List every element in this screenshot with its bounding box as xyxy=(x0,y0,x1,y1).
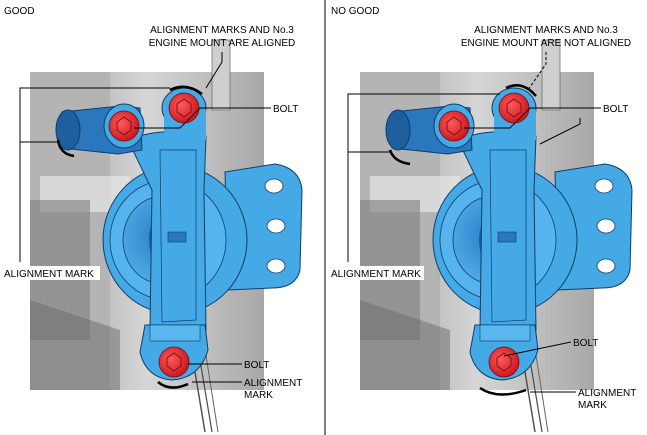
bolt-top-no-good xyxy=(498,92,530,124)
bolt-sleeve-no-good xyxy=(438,110,470,142)
bolt-sleeve-good xyxy=(108,110,140,142)
callout-text-no-good-2: ENGINE MOUNT ARE NOT ALIGNED xyxy=(461,38,631,49)
alignment-arc-bottom-no-good xyxy=(479,386,527,396)
bolt-bottom-label-no-good: BOLT xyxy=(573,338,598,349)
bolt-bottom-no-good xyxy=(488,346,520,378)
bolt-bottom-good xyxy=(158,346,190,378)
bolt-top-label-no-good: BOLT xyxy=(603,104,628,115)
alignment-arc-top-no-good xyxy=(505,84,537,97)
alignment-mark-label-bottom-good-1: ALIGNMENT xyxy=(244,378,302,389)
panel-good: GOOD ALIGNMENT MARKS AND No.3 ENGINE MOU… xyxy=(2,6,303,433)
panel-heading-no-good: NO GOOD xyxy=(331,6,379,17)
callout-text-no-good-1: ALIGNMENT MARKS AND No.3 xyxy=(474,25,618,36)
alignment-arc-bottom-good xyxy=(157,381,189,389)
callout-text-good-2: ENGINE MOUNT ARE ALIGNED xyxy=(149,38,296,49)
bolt-top-label-good: BOLT xyxy=(273,104,298,115)
alignment-mark-label-bottom-no-good-1: ALIGNMENT xyxy=(578,388,636,399)
panel-no-good: NO GOOD ALIGNMENT MARKS AND No.3 ENGINE … xyxy=(330,6,636,433)
callout-leader-no-good xyxy=(527,52,547,91)
callout-leader-good xyxy=(205,52,223,89)
alignment-mark-label-left-good: ALIGNMENT MARK xyxy=(4,269,94,280)
panel-heading-good: GOOD xyxy=(4,6,35,17)
alignment-leader-left-good xyxy=(19,87,170,262)
callout-text-good-1: ALIGNMENT MARKS AND No.3 xyxy=(150,25,294,36)
alignment-mark-label-bottom-no-good-2: MARK xyxy=(578,400,607,411)
alignment-arc-left-no-good xyxy=(388,149,411,166)
alignment-leader-left-no-good xyxy=(347,93,500,262)
bolt-top-good xyxy=(168,92,200,124)
alignment-mark-label-left-no-good: ALIGNMENT MARK xyxy=(331,269,421,280)
alignment-arc-top-good xyxy=(169,85,203,96)
alignment-mark-label-bottom-good-2: MARK xyxy=(244,390,273,401)
alignment-arc-left-good xyxy=(56,139,75,158)
bolt-bottom-label-good: BOLT xyxy=(244,360,269,371)
